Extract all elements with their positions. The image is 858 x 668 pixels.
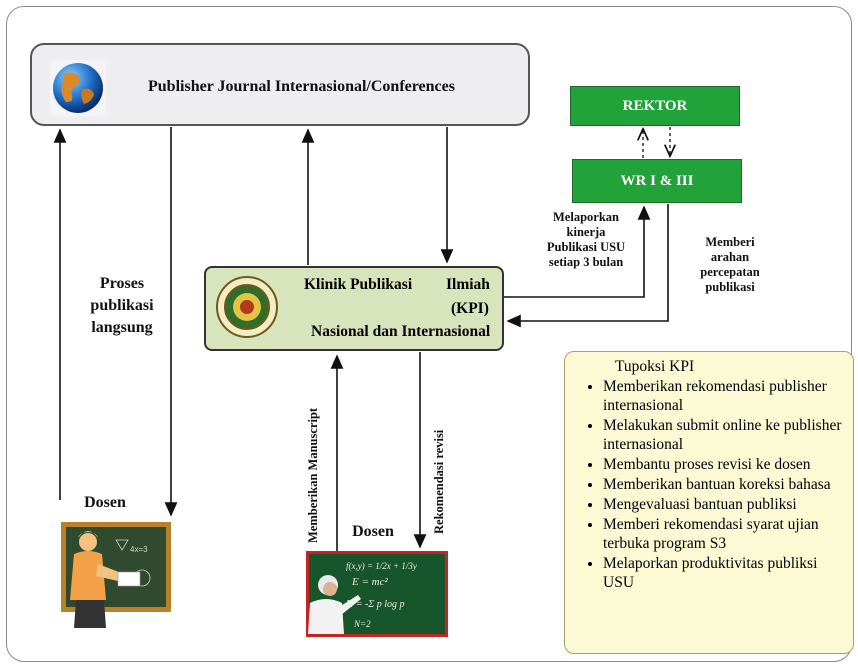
kpi-title-line3: Nasional dan Internasional [311, 323, 491, 340]
kpi-title-line1b: Ilmiah [446, 276, 490, 293]
publisher-box [30, 43, 530, 126]
tupoksi-title: Tupoksi KPI [615, 358, 695, 375]
tupoksi-box: Tupoksi KPI Memberikan rekomendasi publi… [564, 351, 854, 654]
svg-text:4x=3: 4x=3 [130, 545, 148, 554]
svg-text:H = -Σ p log p: H = -Σ p log p [345, 599, 405, 610]
kpi-title-line1: Klinik Publikasi [304, 276, 413, 293]
list-item: Melakukan submit online ke publisher int… [603, 416, 847, 454]
list-item: Melaporkan produktivitas publiksi USU [603, 554, 847, 592]
wr-box: WR I & III [572, 159, 742, 203]
svg-text:f(x,y) = 1/2x + 1/3y: f(x,y) = 1/2x + 1/3y [346, 561, 417, 571]
teacher-left-image: 4x=3 [58, 520, 174, 630]
professor-center-image: f(x,y) = 1/2x + 1/3y E = mc² H = -Σ p lo… [306, 551, 448, 637]
arrow-kpi-to-wr [504, 205, 651, 298]
list-item: Membantu proses revisi ke dosen [603, 455, 847, 474]
label-dosen-left: Dosen [84, 494, 126, 511]
usu-logo-icon [216, 276, 278, 338]
list-item: Memberikan bantuan koreksi bahasa [603, 475, 847, 494]
rektor-box: REKTOR [570, 86, 740, 126]
list-item: Memberi rekomendasi syarat ujian terbuka… [603, 515, 847, 553]
tupoksi-list: Memberikan rekomendasi publisher interna… [579, 377, 847, 592]
svg-text:E = mc²: E = mc² [351, 576, 388, 588]
kpi-title-line2: (KPI) [451, 300, 489, 317]
list-item: Mengevaluasi bantuan publiksi [603, 495, 847, 514]
label-dosen-center: Dosen [352, 523, 394, 540]
list-item: Memberikan rekomendasi publisher interna… [603, 377, 847, 415]
svg-text:N=2: N=2 [353, 619, 371, 629]
publisher-title: Publisher Journal Internasional/Conferen… [148, 78, 455, 95]
globe-icon [50, 60, 106, 116]
arrow-wr-to-kpi [506, 204, 669, 328]
